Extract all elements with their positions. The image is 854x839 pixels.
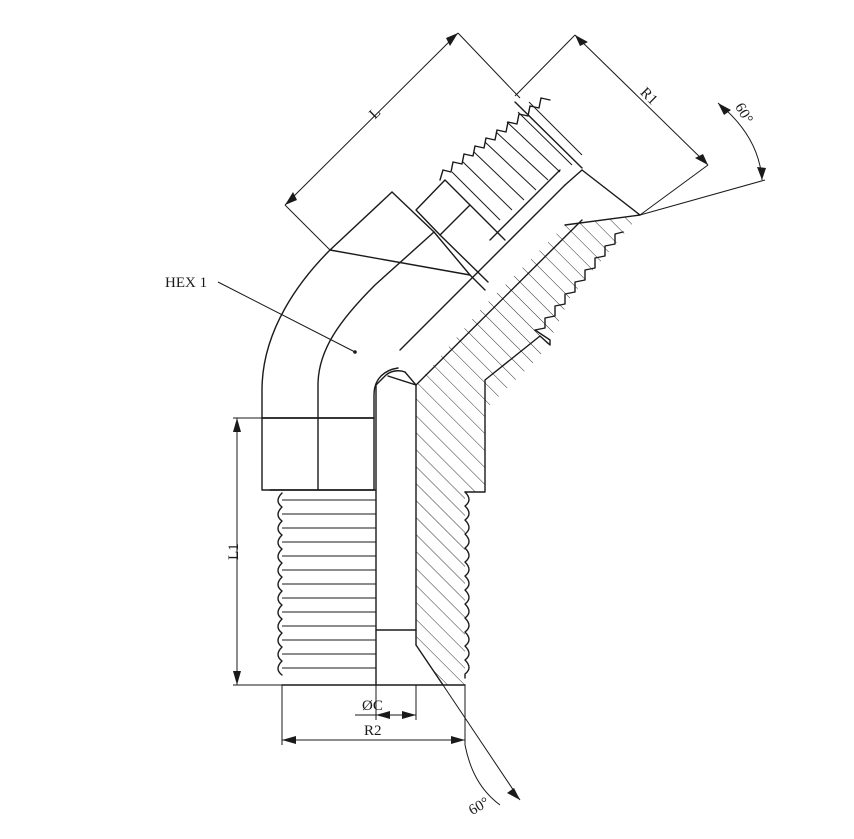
elbow-body xyxy=(261,191,486,419)
angle-bottom-label: 60° xyxy=(466,794,492,818)
dimension-l1 xyxy=(233,417,282,686)
bottom-section-hatch xyxy=(416,385,486,685)
bottom-thread-left xyxy=(277,492,283,676)
dimension-r1-label: R1 xyxy=(637,85,661,109)
dimension-r2 xyxy=(281,685,466,745)
dimension-bore-label: ØC xyxy=(362,698,383,714)
dimension-bore xyxy=(355,685,417,720)
angle-bottom xyxy=(442,684,521,806)
dimension-r2-label: R2 xyxy=(364,723,382,739)
angle-top-label: 60° xyxy=(731,100,755,126)
bottom-thread-lines xyxy=(282,499,376,669)
hex-label: HEX 1 xyxy=(165,275,207,291)
angle-top xyxy=(639,102,766,216)
dimension-l-label: L xyxy=(366,105,384,123)
top-section-hatch xyxy=(416,215,640,411)
dimension-l xyxy=(284,32,521,251)
top-thread xyxy=(439,97,583,241)
hex-leader xyxy=(217,281,357,354)
dimension-r1 xyxy=(514,34,709,216)
dimension-l1-label: L1 xyxy=(226,543,242,560)
